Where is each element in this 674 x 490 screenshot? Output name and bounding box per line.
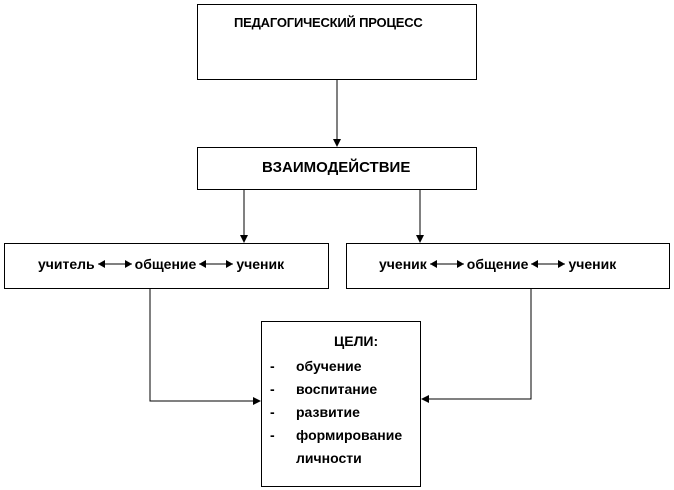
goals-box: ЦЕЛИ: - обучение - воспитание - развитие…: [261, 321, 421, 487]
pedagogical-process-box: ПЕДАГОГИЧЕСКИЙ ПРОЦЕСС: [197, 4, 477, 80]
chain-student: ученик: [236, 256, 285, 272]
goal-text: развитие: [296, 404, 360, 420]
goal-dash: -: [270, 381, 275, 397]
goal-item: - формирование личности: [262, 424, 422, 470]
goal-item: - обучение: [262, 355, 422, 378]
left-right-arrow-icon: [429, 257, 465, 271]
arrow-right-to-goals: [421, 289, 532, 403]
chain-student-a: ученик: [379, 256, 427, 272]
chain-teacher: учитель: [38, 256, 95, 272]
teacher-student-communication-box: учитель общение ученик: [4, 243, 329, 289]
goal-dash: -: [270, 427, 275, 443]
left-right-arrow-icon: [530, 257, 566, 271]
goal-dash: -: [270, 404, 275, 420]
goal-item: - воспитание: [262, 378, 422, 401]
goal-text: формирование личности: [296, 427, 403, 466]
goal-text: обучение: [296, 358, 362, 374]
goals-list: - обучение - воспитание - развитие - фор…: [262, 355, 422, 470]
chain-communication: общение: [134, 256, 197, 272]
goals-title: ЦЕЛИ:: [334, 333, 379, 349]
chain-student-b: ученик: [568, 256, 617, 272]
goal-dash: -: [270, 358, 275, 374]
goal-text: воспитание: [296, 381, 378, 397]
interaction-label: ВЗАИМОДЕЙСТВИЕ: [262, 159, 411, 176]
goal-item: - развитие: [262, 401, 422, 424]
pedagogical-process-title: ПЕДАГОГИЧЕСКИЙ ПРОЦЕСС: [234, 15, 423, 30]
chain-communication: общение: [466, 256, 529, 272]
interaction-box: ВЗАИМОДЕЙСТВИЕ: [197, 147, 477, 190]
left-right-arrow-icon: [97, 257, 133, 271]
student-student-chain: ученик общение ученик: [379, 256, 616, 272]
teacher-student-chain: учитель общение ученик: [38, 256, 284, 272]
left-right-arrow-icon: [198, 257, 234, 271]
student-student-communication-box: ученик общение ученик: [346, 243, 670, 289]
arrow-left-to-goals: [149, 289, 261, 405]
